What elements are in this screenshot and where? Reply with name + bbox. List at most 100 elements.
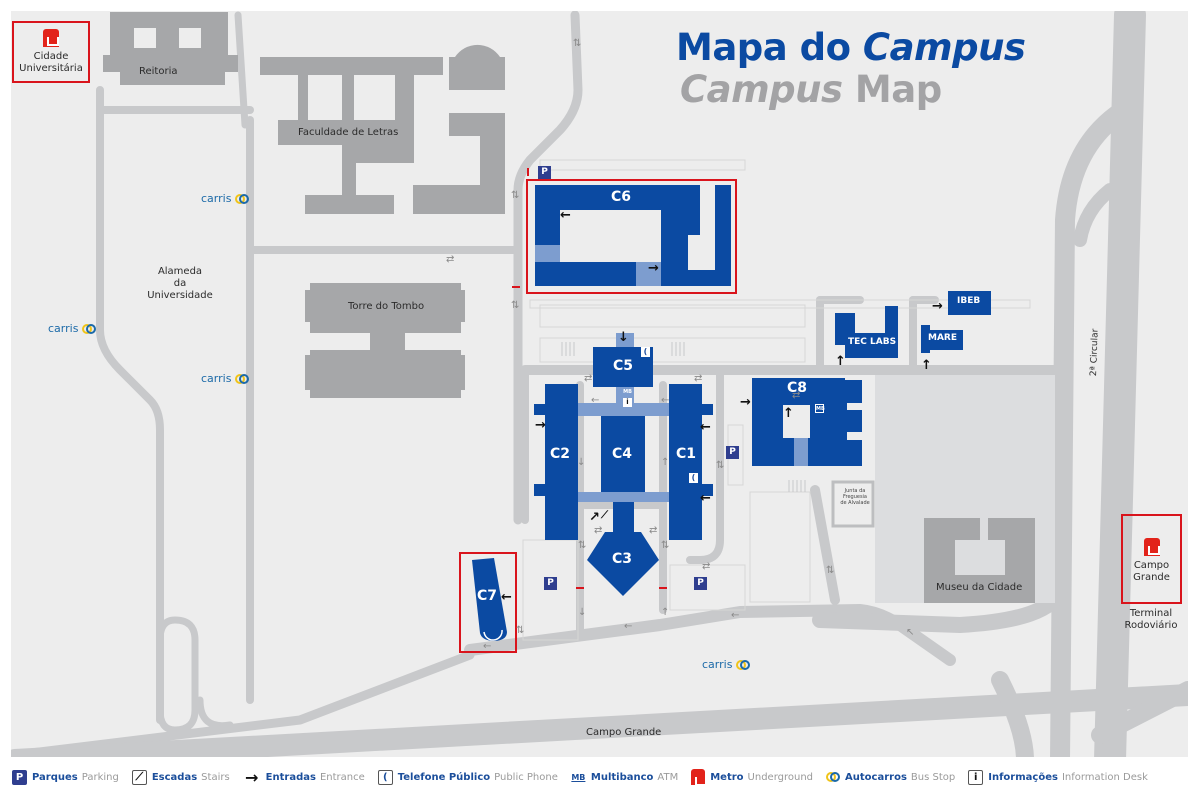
entrance-arrow-icon: ↑ <box>783 406 794 421</box>
entrance-arrow-icon: ← <box>700 420 711 435</box>
title-en-part1: Campus <box>680 68 843 111</box>
traffic-arrow-icon: ⇅ <box>511 190 520 201</box>
traffic-arrow-icon: ← <box>624 621 633 632</box>
legend-label-en: Underground <box>747 771 814 783</box>
metro-name-line1: Cidade <box>33 51 69 62</box>
museu-cidade-label: Museu da Cidade <box>936 582 1023 593</box>
bus-stop[interactable]: carris <box>702 658 751 671</box>
legend-item-entrance: → Entradas Entrance <box>243 767 365 787</box>
bus-stop[interactable]: carris <box>201 372 250 385</box>
map-title-pt: Mapa do Campus <box>676 26 1026 69</box>
parking-icon[interactable]: P <box>694 577 707 590</box>
metro-campo-grande[interactable]: Campo Grande <box>1121 514 1182 604</box>
entrance-arrow-icon: → <box>648 261 659 276</box>
metro-name-line2: Grande <box>1133 572 1170 583</box>
traffic-arrow-icon: ↑ <box>661 607 670 618</box>
building-c7-label[interactable]: C7 <box>477 588 498 604</box>
bus-stop-icon <box>82 323 97 334</box>
building-c8-label[interactable]: C8 <box>787 380 808 396</box>
reitoria-label: Reitoria <box>139 66 178 77</box>
entrance-arrow-icon: → <box>535 418 546 433</box>
bus-stop-icon <box>235 193 250 204</box>
info-icon: i <box>968 769 984 785</box>
building-c1-label[interactable]: C1 <box>676 446 697 462</box>
legend-item-metro: Metro Underground <box>691 769 814 786</box>
entrance-arrow-icon: ↗ <box>589 510 600 525</box>
building-c6-label[interactable]: C6 <box>611 189 632 205</box>
parking-icon[interactable]: P <box>538 166 551 179</box>
legend-item-parking: P Parques Parking <box>12 769 119 785</box>
junta-line3: de Alvalade <box>840 500 870 506</box>
traffic-arrow-icon: ↖ <box>906 627 915 638</box>
metro-cidade-universitaria[interactable]: Cidade Universitária <box>12 21 90 83</box>
legend-label-pt: Metro <box>710 771 744 783</box>
legend-item-atm: MB Multibanco ATM <box>571 770 678 785</box>
entrance-arrow-icon: ← <box>700 491 711 506</box>
metro-icon <box>43 29 59 47</box>
traffic-arrow-icon: ← <box>661 395 670 406</box>
traffic-arrow-icon: ⇄ <box>694 373 703 384</box>
bus-stop-icon <box>736 659 751 670</box>
traffic-arrow-icon: ↓ <box>578 607 587 618</box>
traffic-arrow-icon: ⇄ <box>584 373 593 384</box>
parking-icon[interactable]: P <box>544 577 557 590</box>
legend-label-en: Stairs <box>201 771 230 783</box>
traffic-arrow-icon: ⇅ <box>578 540 587 551</box>
traffic-arrow-icon: ⇅ <box>826 565 835 576</box>
map-legend: P Parques Parking ⟋ Escadas Stairs → Ent… <box>12 767 1161 787</box>
parking-icon[interactable]: P <box>726 446 739 459</box>
building-c3-label[interactable]: C3 <box>612 551 633 567</box>
stairs-icon: ⟋ <box>601 510 608 521</box>
title-pt-part1: Mapa do <box>676 26 863 69</box>
highlight-c6 <box>526 179 737 294</box>
metro-icon <box>691 769 708 786</box>
legend-label-pt: Informações <box>988 771 1058 783</box>
traffic-arrow-icon: ⇄ <box>594 525 603 536</box>
faculdade-letras-label: Faculdade de Letras <box>298 127 399 138</box>
stairs-icon: ⟋ <box>131 769 147 785</box>
atm-icon: MB <box>571 772 586 782</box>
traffic-arrow-icon: ← <box>591 395 600 406</box>
bus-stop[interactable]: carris <box>201 192 250 205</box>
legend-item-info: i Informações Information Desk <box>968 769 1148 785</box>
traffic-arrow-icon: ⇅ <box>661 540 670 551</box>
highlight-c7 <box>459 552 517 653</box>
map-graphics <box>11 11 1188 757</box>
building-c5-label[interactable]: C5 <box>613 358 634 374</box>
traffic-arrow-icon: ⇄ <box>702 561 711 572</box>
entrance-arrow-icon: → <box>932 299 943 314</box>
segunda-circular-label: 2ª Circular <box>1089 328 1101 377</box>
bus-stop[interactable]: carris <box>48 322 97 335</box>
bus-stop-label: carris <box>48 322 79 335</box>
building-tec-labs-label[interactable]: TEC LABS <box>848 337 897 347</box>
phone-icon: ( <box>377 769 393 785</box>
parking-icon: P <box>12 769 27 785</box>
junta-line2: Freguesia <box>842 494 867 500</box>
entrance-arrow-icon: ↑ <box>835 354 846 369</box>
legend-item-phone: ( Telefone Público Public Phone <box>377 769 558 785</box>
junta-freguesia-label: Junta da Freguesia de Alvalade <box>835 488 875 506</box>
building-c2-label[interactable]: C2 <box>550 446 571 462</box>
legend-label-pt: Entradas <box>265 771 316 783</box>
legend-label-pt: Autocarros <box>845 771 907 783</box>
building-ibeb-label[interactable]: IBEB <box>957 296 981 306</box>
legend-item-stairs: ⟋ Escadas Stairs <box>131 769 230 785</box>
legend-label-en: Bus Stop <box>910 771 956 783</box>
building-mare-label[interactable]: MARE <box>928 333 957 343</box>
legend-label-en: ATM <box>657 771 679 783</box>
traffic-arrow-icon: ← <box>731 610 740 621</box>
traffic-arrow-icon: ⇅ <box>511 300 520 311</box>
alameda-label: Alameda da Universidade <box>145 266 215 302</box>
entrance-arrow-icon: → <box>244 767 259 787</box>
building-c4-label[interactable]: C4 <box>612 446 633 462</box>
torre-tombo-label: Torre do Tombo <box>348 301 425 312</box>
metro-name-line2: Universitária <box>19 63 83 74</box>
atm-icon: MB <box>815 404 825 413</box>
legend-item-bus: Autocarros Bus Stop <box>826 772 955 783</box>
phone-icon: ( <box>641 347 650 357</box>
legend-label-pt: Telefone Público <box>397 771 491 783</box>
campus-map[interactable]: Mapa do Campus Campus Map Cidade Univers… <box>11 11 1188 757</box>
entrance-arrow-icon: ↓ <box>618 330 629 345</box>
legend-label-pt: Parques <box>32 771 78 783</box>
metro-name-line1: Campo <box>1133 560 1170 571</box>
